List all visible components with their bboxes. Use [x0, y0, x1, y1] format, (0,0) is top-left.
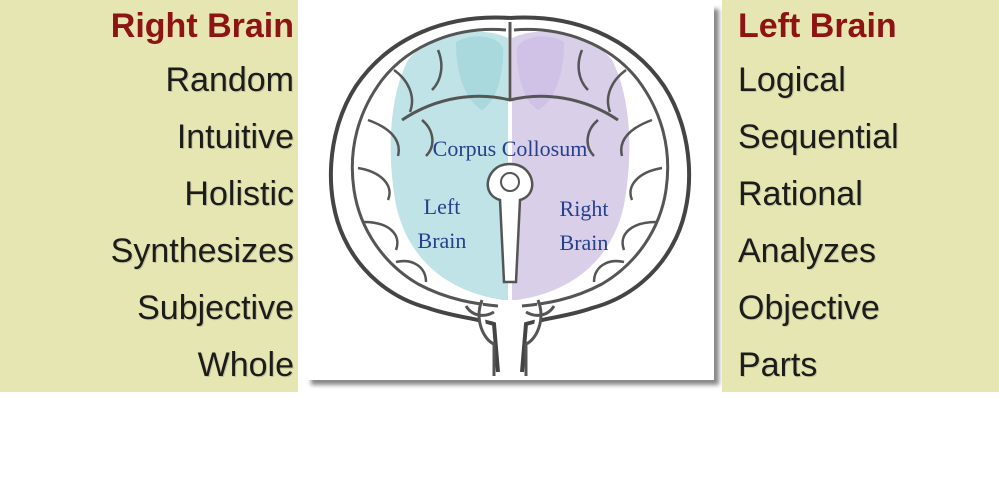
- brain-outline: [328, 15, 692, 373]
- right-hemisphere-label-line1: Right: [560, 196, 609, 221]
- right-brain-panel: Right Brain Random Intuitive Holistic Sy…: [0, 0, 298, 392]
- right-brain-trait: Intuitive: [176, 118, 294, 156]
- left-brain-list: Left Brain Logical Sequential Rational A…: [738, 0, 899, 394]
- left-brain-trait: Logical: [738, 61, 846, 99]
- left-brain-heading: Left Brain: [738, 7, 897, 45]
- brain-cross-section: Corpus Collosum Left Brain Right Brain: [298, 0, 722, 392]
- right-hemisphere-label-line2: Brain: [560, 230, 609, 255]
- brain-illustration: Corpus Collosum Left Brain Right Brain: [306, 4, 714, 380]
- right-top-lobe: [516, 36, 564, 110]
- right-brain-trait: Synthesizes: [110, 232, 294, 270]
- cortex-outline-left: [350, 27, 507, 308]
- left-top-lobe: [456, 36, 504, 110]
- left-brain-panel: Left Brain Logical Sequential Rational A…: [722, 0, 999, 392]
- ventricles: [486, 162, 534, 284]
- right-brain-trait: Holistic: [184, 175, 294, 213]
- gyri-folds-right: [577, 49, 663, 283]
- gyri-folds-left: [357, 49, 443, 283]
- right-brain-trait: Whole: [197, 346, 294, 384]
- right-brain-heading: Right Brain: [110, 7, 294, 45]
- left-brain-trait: Rational: [738, 175, 863, 213]
- right-brain-trait: Subjective: [137, 289, 294, 327]
- right-brain-list: Right Brain Random Intuitive Holistic Sy…: [111, 0, 294, 394]
- left-brain-trait: Analyzes: [738, 232, 876, 270]
- corpus-callosum-label: Corpus Collosum: [433, 136, 588, 161]
- left-brain-trait: Sequential: [738, 118, 899, 156]
- left-brain-trait: Objective: [738, 289, 880, 327]
- right-brain-trait: Random: [165, 61, 294, 99]
- left-brain-trait: Parts: [738, 346, 818, 384]
- left-hemisphere-label-line1: Left: [424, 194, 461, 219]
- brainstem: [464, 299, 556, 376]
- left-hemisphere-label-line2: Brain: [418, 228, 467, 253]
- ventricle-center: [500, 172, 520, 192]
- cortex-outline-right: [513, 27, 670, 308]
